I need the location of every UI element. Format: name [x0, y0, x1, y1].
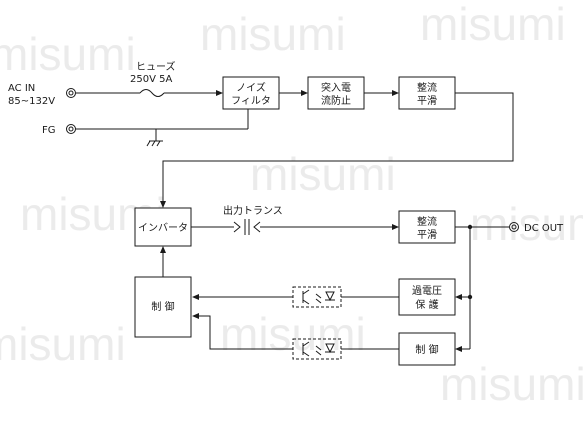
control-left-label: 制 御 — [151, 300, 174, 313]
control-right-label: 制 御 — [415, 343, 438, 356]
dc-out-terminal — [509, 222, 519, 232]
dc-bus-line — [162, 92, 514, 201]
ovp-line1: 過電圧 — [412, 285, 442, 297]
fuse-rating: 250V 5A — [130, 74, 172, 85]
svg-text:misumi: misumi — [420, 0, 566, 50]
dc-out-label: DC OUT — [524, 223, 564, 234]
rectifier2-line1: 整流 — [417, 215, 437, 228]
transformer-label: 出力トランス — [223, 204, 283, 217]
transformer-icon — [233, 219, 261, 235]
svg-text:misumi: misumi — [250, 148, 396, 200]
ground-icon — [146, 140, 163, 147]
photocoupler-icon — [292, 286, 342, 308]
inrush-block — [307, 76, 365, 110]
fg-label: FG — [42, 125, 56, 136]
fuse-icon — [139, 89, 165, 97]
ovp-block — [398, 278, 456, 316]
inverter-label: インバータ — [138, 222, 188, 234]
control-left-block — [134, 276, 192, 338]
control-right-block — [398, 332, 456, 366]
rectifier1-line2: 平滑 — [417, 95, 437, 107]
ac-in-label: AC IN — [8, 83, 35, 94]
fg-terminal — [66, 124, 76, 134]
inrush-line1: 突入電 — [321, 81, 351, 94]
ac-range-label: 85~132V — [8, 96, 55, 107]
arrow-to-inrush — [301, 90, 308, 96]
arrow-to-filter — [216, 90, 223, 96]
arrow-to-rectifier1 — [392, 90, 399, 96]
rectifier2-block — [398, 210, 456, 244]
ac-in-terminal — [66, 88, 76, 98]
rectifier1-line1: 整流 — [417, 81, 437, 94]
rectifier2-line2: 平滑 — [417, 229, 437, 241]
watermark: misumi misumi misumi misumi misumi misum… — [0, 0, 583, 410]
coupler2-to-control-line — [198, 315, 293, 350]
arrow-to-ovp — [455, 294, 462, 300]
rectifier1-block — [398, 76, 456, 110]
noise-filter-line1: ノイズ — [236, 81, 266, 94]
inrush-line2: 流防止 — [321, 94, 351, 107]
inverter-block — [134, 207, 192, 247]
ovp-line2: 保 護 — [415, 298, 438, 311]
arrow-to-rectifier2 — [392, 224, 399, 230]
svg-text:misumi: misumi — [470, 198, 583, 250]
svg-text:misumi: misumi — [440, 358, 583, 410]
svg-text:misumi: misumi — [0, 318, 126, 370]
fuse-label: ヒューズ — [136, 60, 176, 73]
svg-text:misumi: misumi — [0, 28, 136, 80]
arrow-to-control-left-2 — [192, 313, 199, 319]
arrow-to-inverter-up — [160, 246, 166, 253]
noise-filter-line2: フィルタ — [231, 95, 271, 107]
arrow-to-inverter — [160, 201, 166, 208]
arrow-to-control-right — [455, 346, 462, 352]
svg-text:misumi: misumi — [200, 8, 346, 60]
arrow-to-control-left — [192, 294, 199, 300]
